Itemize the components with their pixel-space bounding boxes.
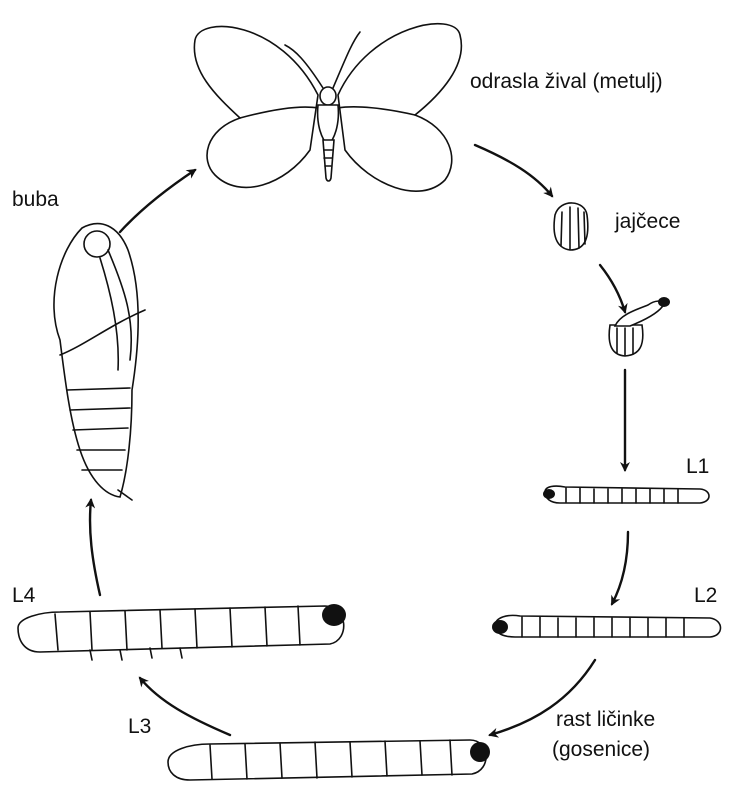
label-growth-line1: rast ličinke <box>556 708 655 732</box>
label-adult: odrasla žival (metulj) <box>470 70 663 94</box>
caterpillar-l2 <box>492 615 721 637</box>
hatching-larva-icon <box>609 297 670 356</box>
pupa-icon <box>54 224 145 500</box>
caterpillar-l4 <box>18 604 346 660</box>
label-growth-line2: (gosenice) <box>552 738 650 762</box>
arrow-egg-to-hatch <box>600 265 625 312</box>
label-egg: jajčece <box>615 210 680 234</box>
caterpillar-l3 <box>168 740 490 780</box>
butterfly-icon <box>194 24 461 191</box>
arrow-l3-to-l4 <box>140 678 230 735</box>
label-l3: L3 <box>128 715 151 739</box>
label-l2: L2 <box>694 584 717 608</box>
label-pupa: buba <box>12 188 59 212</box>
arrow-pupa-to-adult <box>120 170 195 232</box>
label-l1: L1 <box>686 455 709 479</box>
egg-icon <box>554 203 588 250</box>
arrow-l1-to-l2 <box>612 532 628 604</box>
label-l4: L4 <box>12 584 35 608</box>
arrow-adult-to-egg <box>475 145 552 196</box>
arrow-l4-to-pupa <box>90 500 100 595</box>
caterpillar-l1 <box>543 486 709 503</box>
